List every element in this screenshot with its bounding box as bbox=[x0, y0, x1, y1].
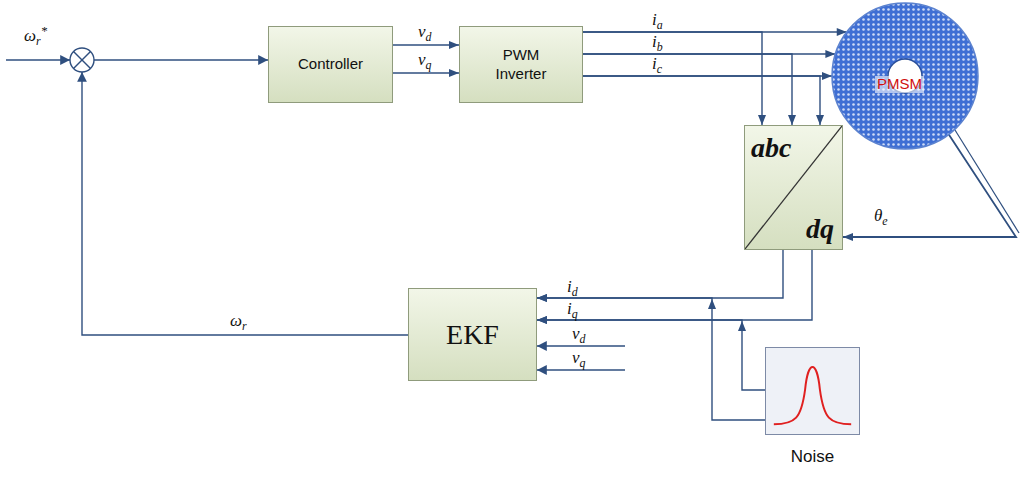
symbol-base: i bbox=[652, 54, 657, 73]
signal-label: vd bbox=[416, 24, 434, 40]
symbol-subscript: q bbox=[580, 356, 586, 370]
arrow-head bbox=[537, 316, 547, 324]
node-label: PMSM bbox=[875, 76, 924, 93]
symbol-base: v bbox=[572, 324, 580, 343]
reference-arrow bbox=[6, 59, 70, 60]
junction-cross bbox=[74, 52, 91, 69]
arrow-head bbox=[449, 41, 459, 49]
arrow-head bbox=[537, 316, 547, 324]
signal-connector bbox=[583, 76, 820, 125]
symbol-base: i bbox=[567, 277, 572, 296]
symbol-base: v bbox=[418, 50, 426, 69]
noise-title: Noise bbox=[766, 448, 859, 465]
junction-cross bbox=[74, 52, 91, 69]
symbol-base: i bbox=[652, 32, 657, 51]
arrow-head bbox=[816, 115, 824, 125]
node-label: dq bbox=[806, 215, 834, 243]
arrow-head bbox=[758, 115, 766, 125]
signal-label: ia bbox=[650, 12, 665, 28]
ekf-box: EKF bbox=[408, 288, 537, 381]
pmsm-motor: PMSM bbox=[831, 2, 979, 150]
symbol-subscript: e bbox=[882, 214, 887, 228]
symbol-subscript: d bbox=[572, 285, 578, 299]
symbol-base: i bbox=[652, 10, 657, 29]
signal-label: vd bbox=[570, 326, 588, 342]
signal-label: ωr bbox=[228, 313, 249, 329]
signal-label: id bbox=[565, 279, 580, 295]
error-arrow bbox=[94, 59, 268, 60]
node-label: EKF bbox=[446, 317, 499, 352]
symbol-subscript: q bbox=[572, 307, 578, 321]
arrow-head bbox=[822, 72, 832, 80]
controller-box: Controller bbox=[268, 26, 393, 103]
diagonal-line bbox=[745, 126, 842, 249]
signal-connector bbox=[843, 134, 1016, 237]
symbol-subscript: c bbox=[657, 62, 662, 76]
transform-box: abc dq bbox=[744, 125, 843, 250]
arrow-head bbox=[537, 294, 547, 302]
signal-label: θe bbox=[872, 208, 890, 224]
rotor-shaft bbox=[955, 130, 1019, 233]
symbol-subscript: r bbox=[36, 34, 41, 48]
signal-label: ic bbox=[650, 56, 664, 72]
signal-label: vq bbox=[570, 350, 588, 366]
inverter-box: PWM Inverter bbox=[459, 26, 583, 103]
gaussian-line bbox=[774, 367, 851, 424]
symbol-base: θ bbox=[874, 206, 882, 225]
signal-label: ib bbox=[650, 34, 665, 50]
symbol-subscript: b bbox=[657, 40, 663, 54]
noise-box: Noise bbox=[765, 347, 860, 435]
symbol-base: ω bbox=[230, 311, 242, 330]
node-label: PWM Inverter bbox=[485, 46, 557, 84]
symbol-subscript: d bbox=[580, 332, 586, 346]
signal-connector bbox=[537, 250, 812, 320]
node-label: abc bbox=[751, 134, 791, 162]
arrow-head bbox=[537, 294, 547, 302]
gaussian-curve bbox=[766, 348, 859, 434]
symbol-subscript: d bbox=[426, 30, 432, 44]
symbol-superscript: * bbox=[41, 24, 47, 38]
symbol-subscript: q bbox=[426, 58, 432, 72]
signal-label: iq bbox=[565, 301, 580, 317]
signal-connector bbox=[537, 250, 783, 298]
signal-connector bbox=[537, 320, 765, 390]
symbol-base: ω bbox=[24, 26, 36, 45]
signal-label: vq bbox=[416, 52, 434, 68]
summing-junction bbox=[70, 48, 94, 72]
symbol-base: i bbox=[567, 299, 572, 318]
symbol-base: v bbox=[572, 348, 580, 367]
symbol-subscript: r bbox=[242, 319, 247, 333]
feedback-wire bbox=[82, 72, 408, 335]
node-label: Controller bbox=[298, 55, 363, 74]
symbol-subscript: a bbox=[657, 18, 663, 32]
arrow-head bbox=[449, 69, 459, 77]
signal-label: ωr* bbox=[22, 28, 49, 44]
motor-stator bbox=[832, 3, 978, 149]
signal-connector bbox=[583, 32, 762, 125]
symbol-base: v bbox=[418, 22, 426, 41]
arrow-head bbox=[788, 115, 796, 125]
signal-connector bbox=[583, 54, 792, 125]
signal-connector bbox=[537, 298, 765, 420]
arrow-head bbox=[843, 233, 853, 241]
